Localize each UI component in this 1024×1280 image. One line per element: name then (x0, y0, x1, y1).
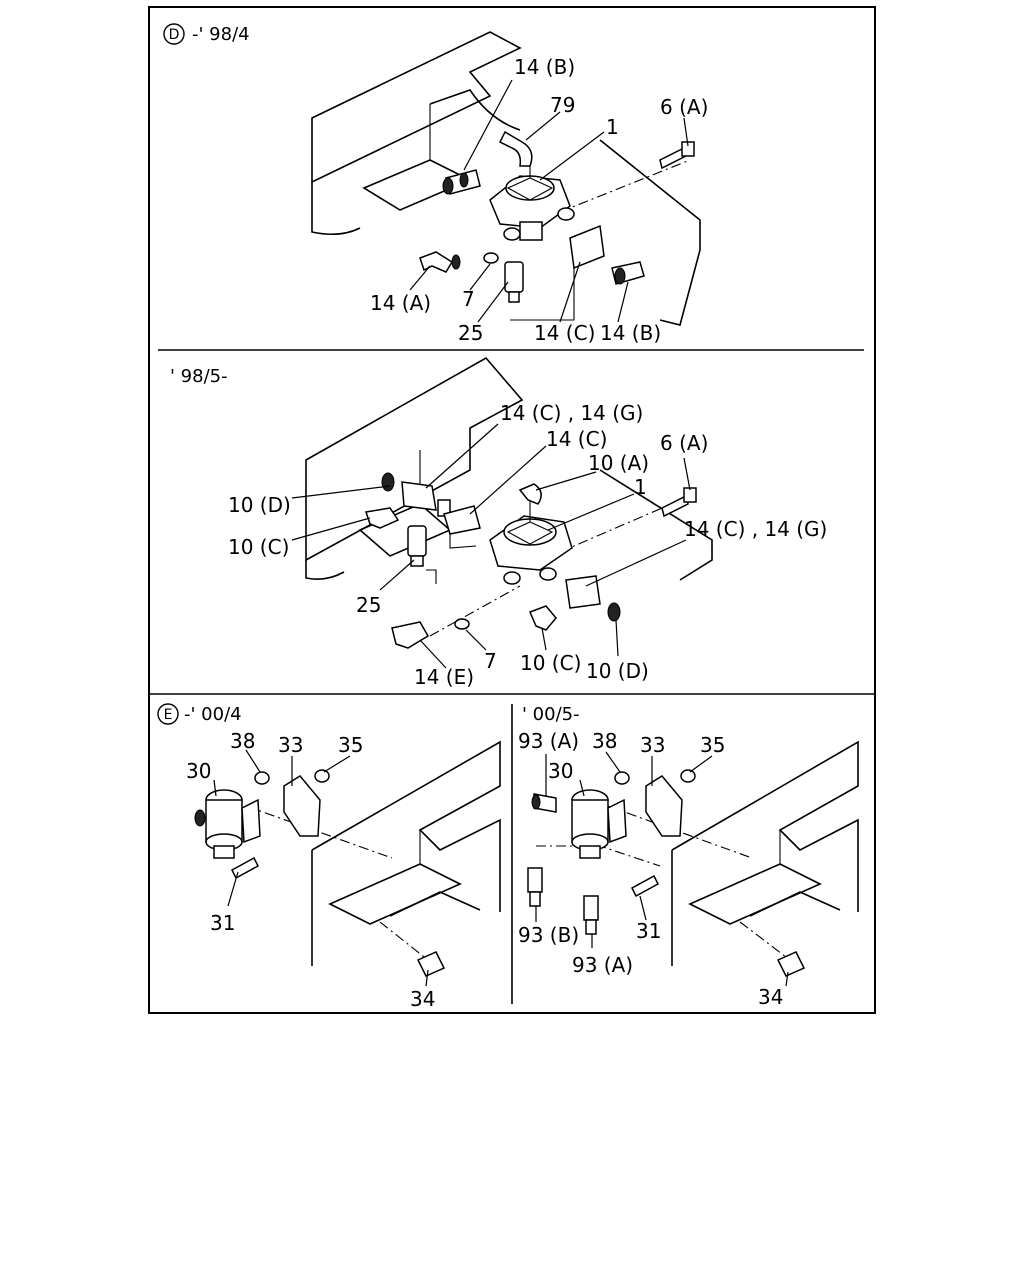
panel-e-labels: 38 33 35 30 31 34 (186, 729, 435, 1011)
panel-e-mark: E (164, 707, 173, 723)
label-10c-left: 10 (C) (228, 535, 289, 559)
panel-d-labels: 14 (B) 79 1 6 (A) 14 (A) 7 25 14 (C) 14 … (370, 55, 708, 345)
panel-d-circle (163, 23, 185, 45)
label-14e: 14 (E) (414, 665, 474, 689)
panel-f-drawing: ' 00/5- (522, 704, 859, 987)
label-38: 38 (230, 729, 255, 753)
label-1: 1 (634, 475, 647, 499)
label-79: 79 (550, 93, 575, 117)
label-33: 33 (278, 733, 303, 757)
label-93a-bottom: 93 (A) (572, 953, 633, 977)
label-1: 1 (606, 115, 619, 139)
label-14cg-top: 14 (C) , 14 (G) (500, 401, 643, 425)
label-93b: 93 (B) (518, 923, 579, 947)
label-38: 38 (592, 729, 617, 753)
label-35: 35 (700, 733, 725, 757)
label-14c: 14 (C) (534, 321, 595, 345)
label-6a: 6 (A) (660, 95, 708, 119)
label-10d-bottom: 10 (D) (586, 659, 649, 683)
label-31: 31 (636, 919, 661, 943)
label-34: 34 (758, 985, 783, 1009)
label-35: 35 (338, 733, 363, 757)
label-14c: 14 (C) (546, 427, 607, 451)
panel-mid-range: ' 98/5- (170, 366, 228, 387)
panel-e-drawing: E -' 00/4 (157, 703, 501, 987)
label-31: 31 (210, 911, 235, 935)
label-30: 30 (186, 759, 211, 783)
label-25: 25 (458, 321, 483, 345)
label-10c-bottom: 10 (C) (520, 651, 581, 675)
label-7: 7 (484, 649, 497, 673)
diagram-frame (148, 6, 876, 1014)
panel-f-labels: 93 (A) 38 33 35 30 93 (B) 31 93 (A) 34 (518, 729, 783, 1009)
panel-e-range: -' 00/4 (184, 704, 242, 725)
panel-mid-labels: 14 (C) , 14 (G) 14 (C) 10 (A) 6 (A) 1 14… (228, 401, 827, 689)
label-34: 34 (410, 987, 435, 1011)
label-6a: 6 (A) (660, 431, 708, 455)
label-7: 7 (462, 287, 475, 311)
label-14b-bottom: 14 (B) (600, 321, 661, 345)
label-10d-left: 10 (D) (228, 493, 291, 517)
panel-f-range: ' 00/5- (522, 704, 580, 725)
label-14b-top: 14 (B) (514, 55, 575, 79)
panel-e-circle (157, 703, 179, 725)
label-14cg-right: 14 (C) , 14 (G) (684, 517, 827, 541)
label-33: 33 (640, 733, 665, 757)
label-93a-top: 93 (A) (518, 729, 579, 753)
label-30: 30 (548, 759, 573, 783)
panel-d-range: -' 98/4 (192, 24, 250, 45)
panel-d-drawing: D -' 98/4 (163, 23, 701, 326)
label-25: 25 (356, 593, 381, 617)
label-14a: 14 (A) (370, 291, 431, 315)
panel-d-mark: D (169, 27, 180, 43)
panel-mid-drawing: ' 98/5- (170, 356, 713, 669)
label-10a: 10 (A) (588, 451, 649, 475)
